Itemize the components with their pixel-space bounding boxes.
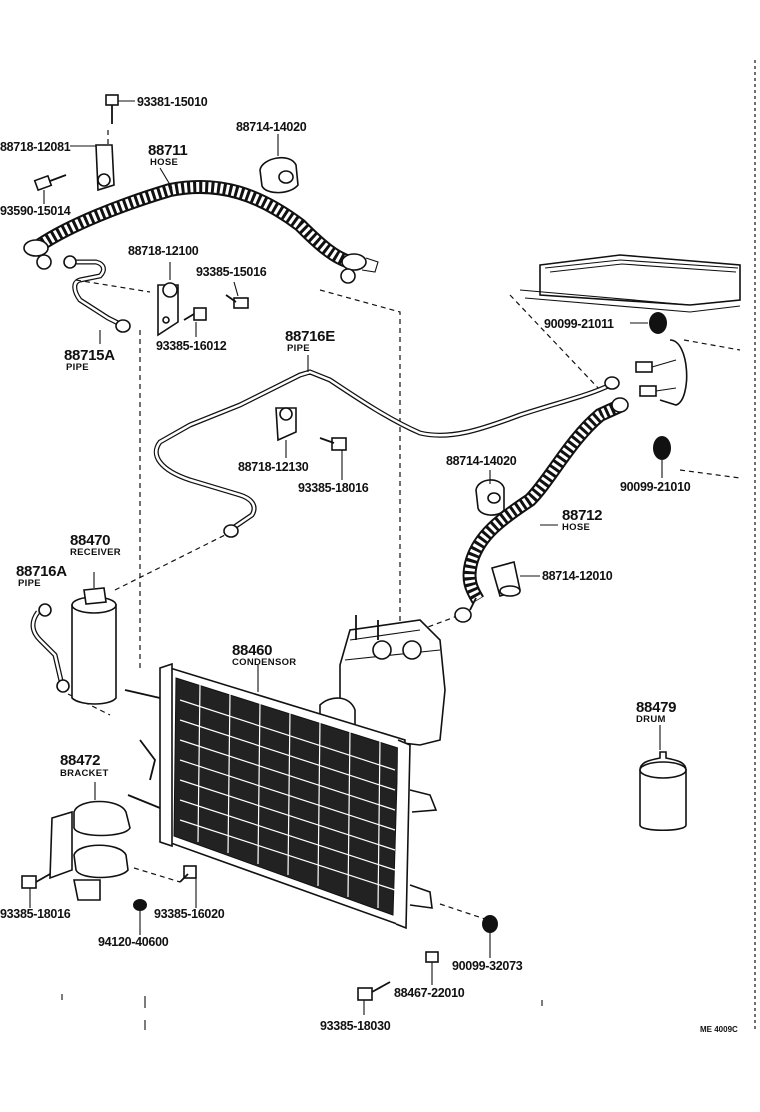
routing-line bbox=[419, 614, 461, 631]
clamp-88718-12081 bbox=[70, 130, 115, 192]
clamp-88714-14020-top bbox=[259, 134, 299, 194]
bolt-93381-15010 bbox=[105, 94, 135, 124]
condensor-88460 bbox=[124, 662, 438, 930]
bolt-93590-15014 bbox=[33, 174, 67, 204]
bracket-88718-12130 bbox=[275, 407, 297, 458]
routing-line bbox=[683, 339, 741, 351]
bracket-88472 bbox=[49, 782, 131, 901]
drum-88479 bbox=[639, 725, 687, 832]
pipe-88716A bbox=[30, 603, 70, 693]
label-93381-15010: 93381-15010 bbox=[137, 95, 208, 109]
bolt-93385-15016 bbox=[225, 281, 249, 309]
label-93385-18030: 93385-18030 bbox=[320, 1019, 391, 1033]
label-88470-receiver: RECEIVER bbox=[70, 547, 121, 558]
label-88716A-pipe: PIPE bbox=[18, 578, 41, 589]
drawing-code: ME 4009C bbox=[700, 1025, 738, 1034]
label-88479-drum: DRUM bbox=[636, 714, 666, 725]
label-88472: 88472 bbox=[60, 752, 100, 769]
evaporator-fittings bbox=[635, 359, 677, 397]
hose-88711 bbox=[23, 167, 379, 284]
routing-line bbox=[509, 294, 601, 391]
label-93385-18016-mid: 93385-18016 bbox=[298, 481, 369, 495]
label-88460: 88460 bbox=[232, 642, 272, 659]
bolt-93385-18016-low bbox=[21, 873, 51, 908]
label-94120-40600: 94120-40600 bbox=[98, 935, 169, 949]
label-93590-15014: 93590-15014 bbox=[0, 204, 71, 218]
routing-line bbox=[439, 903, 489, 921]
bolt-93385-16012 bbox=[183, 307, 207, 337]
sleeve-88714-12010 bbox=[491, 561, 540, 597]
routing-line bbox=[133, 867, 181, 883]
label-93385-18016-low: 93385-18016 bbox=[0, 907, 71, 921]
label-88718-12081: 88718-12081 bbox=[0, 140, 71, 154]
label-88715A-pipe: PIPE bbox=[66, 362, 89, 373]
routing-line bbox=[319, 289, 401, 625]
bolt-93385-16020 bbox=[179, 865, 197, 908]
compressor bbox=[319, 615, 446, 746]
label-88714-14020-top: 88714-14020 bbox=[236, 120, 307, 134]
label-88460-condensor: CONDENSOR bbox=[232, 657, 296, 668]
bolt-93385-18030 bbox=[357, 981, 391, 1015]
pipe-88716E bbox=[153, 355, 620, 538]
nut-94120-40600 bbox=[133, 899, 147, 935]
routing-line bbox=[114, 534, 226, 591]
routing-line bbox=[75, 279, 151, 293]
label-88712: 88712 bbox=[562, 507, 602, 524]
label-93385-15016: 93385-15016 bbox=[196, 265, 267, 279]
label-90099-21011: 90099-21011 bbox=[544, 317, 614, 331]
label-88716A: 88716A bbox=[16, 563, 67, 580]
label-88715A: 88715A bbox=[64, 347, 115, 364]
label-90099-21010: 90099-21010 bbox=[620, 480, 691, 494]
label-93385-16020: 93385-16020 bbox=[154, 907, 225, 921]
label-93385-16012: 93385-16012 bbox=[156, 339, 227, 353]
label-88716E: 88716E bbox=[285, 328, 335, 345]
label-88711-hose: HOSE bbox=[150, 157, 178, 168]
bracket-88718-12100 bbox=[157, 262, 179, 337]
cap-90099-32073 bbox=[482, 915, 498, 958]
cap-90099-21010 bbox=[653, 436, 671, 478]
label-88716E-pipe: PIPE bbox=[287, 343, 310, 354]
evaporator-housing bbox=[519, 254, 741, 406]
label-88470: 88470 bbox=[70, 532, 110, 549]
hose-88712 bbox=[454, 397, 629, 623]
label-88479: 88479 bbox=[636, 699, 676, 716]
pipe-88715A bbox=[63, 255, 131, 344]
routing-line bbox=[679, 469, 741, 479]
bolt-88467-22010 bbox=[425, 951, 439, 985]
label-88467-22010: 88467-22010 bbox=[394, 986, 465, 1000]
receiver-88470 bbox=[71, 572, 117, 705]
label-90099-32073: 90099-32073 bbox=[452, 959, 523, 973]
label-88714-14020-mid: 88714-14020 bbox=[446, 454, 517, 468]
label-88712-hose: HOSE bbox=[562, 522, 590, 533]
cap-90099-21011 bbox=[630, 312, 667, 334]
label-88718-12130: 88718-12130 bbox=[238, 460, 309, 474]
clamp-88714-14020-mid bbox=[475, 470, 505, 516]
bolt-93385-18016-mid bbox=[319, 437, 347, 480]
label-88711: 88711 bbox=[148, 142, 187, 159]
label-88472-bracket: BRACKET bbox=[60, 768, 109, 779]
label-88714-12010: 88714-12010 bbox=[542, 569, 613, 583]
label-88718-12100: 88718-12100 bbox=[128, 244, 199, 258]
